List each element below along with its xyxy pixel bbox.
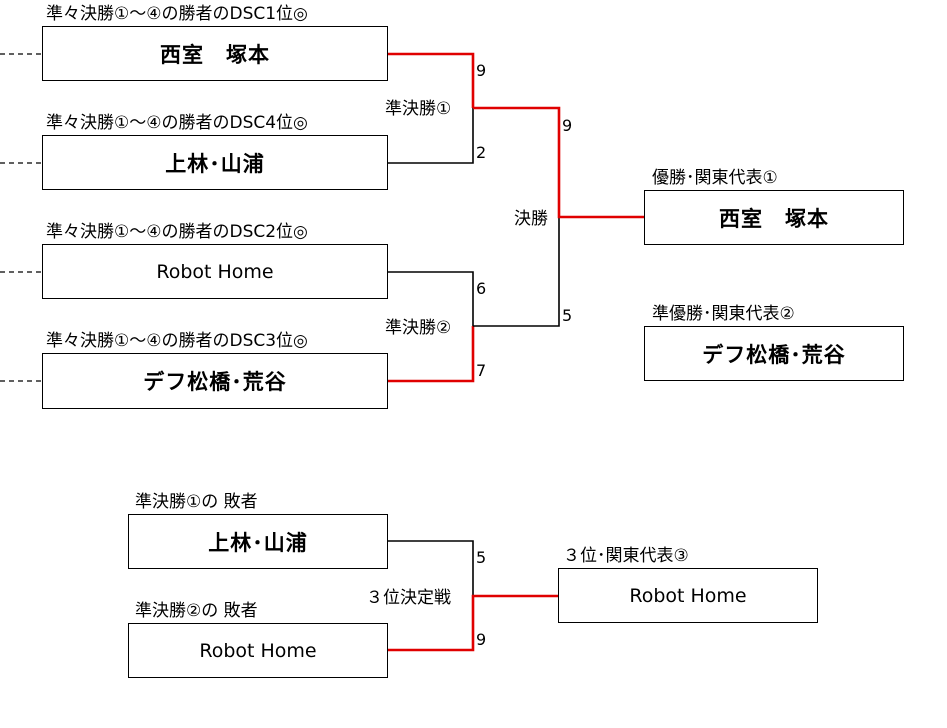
third-entry-2-caption: 準決勝②の 敗者 [135,601,258,621]
third-place-match-label: ３位決定戦 [366,588,451,608]
final-score-top: 9 [562,116,573,135]
entry-1-team-name: 西室 塚本 [160,42,270,67]
entry-4-team-box: デフ松橋･荒谷 [42,353,388,409]
sf1-loser-line [387,108,474,164]
runner-up-team-name: デフ松橋･荒谷 [702,342,846,367]
entry-1-caption: 準々決勝①～④の勝者のDSC1位◎ [46,4,308,24]
entry-2-team-name: 上林･山浦 [165,151,265,176]
semifinal-1-label: 準決勝① [385,99,452,119]
entry-1-team-box: 西室 塚本 [42,26,388,81]
final-loser-line [473,217,560,327]
third-entry-1-team-box: 上林･山浦 [128,514,388,569]
third-entry-1-team-name: 上林･山浦 [208,530,308,555]
entry-4-caption: 準々決勝①～④の勝者のDSC3位◎ [46,331,308,351]
runner-up-caption: 準優勝･関東代表② [652,304,795,324]
sf2-loser-line [387,271,474,326]
champion-caption: 優勝･関東代表① [652,168,778,188]
third-place-team-name: Robot Home [629,584,747,607]
third-loser-line [387,540,474,596]
entry-3-caption: 準々決勝①～④の勝者のDSC2位◎ [46,222,308,242]
sf2-winner-line [387,326,475,383]
semifinal-1-score-bottom: 2 [476,143,487,162]
champion-team-box: 西室 塚本 [644,190,904,245]
third-place-result-caption: ３位･関東代表③ [563,546,689,566]
semifinal-2-score-top: 6 [476,279,487,298]
entry-2-caption: 準々決勝①～④の勝者のDSC4位◎ [46,113,308,133]
third-winner-line [387,594,558,652]
entry-3-team-box: Robot Home [42,244,388,299]
third-entry-2-team-name: Robot Home [199,639,317,662]
third-entry-1-caption: 準決勝①の 敗者 [135,492,258,512]
sf1-winner-line [387,52,475,108]
champion-team-name: 西室 塚本 [719,206,829,231]
entry-2-team-box: 上林･山浦 [42,135,388,190]
third-place-score-bottom: 9 [476,630,487,649]
entry-3-team-name: Robot Home [156,260,274,283]
third-place-team-box: Robot Home [558,568,818,623]
entry-4-team-name: デフ松橋･荒谷 [143,370,287,394]
runner-up-team-box: デフ松橋･荒谷 [644,326,904,381]
final-score-bottom: 5 [562,306,573,325]
third-place-score-top: 5 [476,548,487,567]
lead-in-lines [0,53,42,382]
final-winner-line [473,106,644,219]
semifinal-2-label: 準決勝② [385,318,452,338]
semifinal-1-score-top: 9 [476,61,487,80]
third-entry-2-team-box: Robot Home [128,623,388,678]
semifinal-2-score-bottom: 7 [476,361,487,380]
final-label: 決勝 [514,209,548,229]
